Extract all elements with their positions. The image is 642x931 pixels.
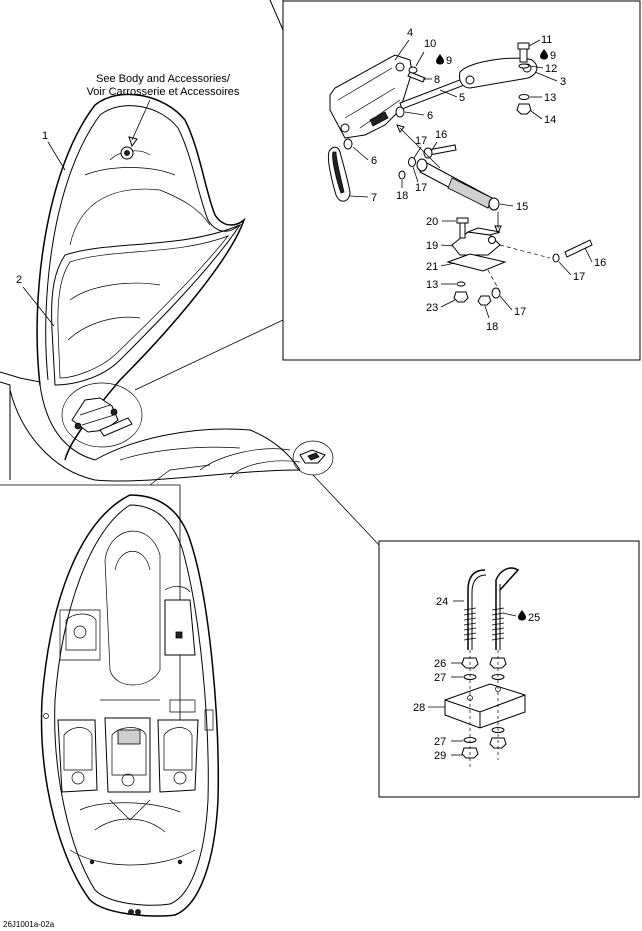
- callout-17a: 17: [415, 135, 427, 147]
- hinge-assembly-icon: [61, 382, 143, 448]
- note-line-1: See Body and Accessories/: [96, 73, 231, 85]
- callout-20: 20: [426, 216, 438, 228]
- callout-9a: 9: [446, 55, 452, 67]
- callout-26: 26: [434, 658, 446, 670]
- drop-icon: [436, 54, 444, 65]
- callout-10: 10: [424, 38, 436, 50]
- callout-14: 14: [544, 114, 556, 126]
- hinge-exploded-view: [282, 0, 641, 361]
- callout-23: 23: [426, 302, 438, 314]
- watercraft-top-view: [40, 494, 219, 917]
- callout-4: 4: [407, 27, 413, 39]
- reference-code: 26J1001a-02a: [3, 920, 55, 929]
- callout-2: 2: [16, 274, 22, 286]
- drop-icon: [518, 610, 526, 621]
- hinge-callouts: 4 10 9 8 11 9 12 3 13 14 5 6 6 7 17 16 1…: [349, 27, 606, 333]
- callout-17c: 17: [514, 306, 526, 318]
- retainer-callouts: 24 25 26 27 28 27 29: [413, 596, 540, 762]
- callout-11: 11: [541, 34, 552, 46]
- callout-29: 29: [434, 750, 446, 762]
- callout-3: 3: [560, 76, 566, 88]
- callout-8: 8: [434, 74, 440, 86]
- hood-knob-icon: [120, 146, 134, 160]
- callout-16a: 16: [435, 129, 447, 141]
- callout-17b: 17: [415, 182, 427, 194]
- callout-13b: 13: [426, 279, 438, 291]
- note-line-2: Voir Carrosserie et Accessoires: [87, 86, 240, 98]
- callout-16b: 16: [594, 257, 606, 269]
- callout-28: 28: [413, 702, 425, 714]
- callout-6b: 6: [371, 155, 377, 167]
- callout-13a: 13: [544, 92, 556, 104]
- retainer-detail-frame: [378, 540, 640, 798]
- callout-5: 5: [459, 92, 465, 104]
- callout-9b: 9: [550, 50, 556, 62]
- callout-7: 7: [371, 192, 377, 204]
- deck-bracket-icon: [292, 440, 334, 476]
- callout-27a: 27: [434, 672, 446, 684]
- callout-25: 25: [528, 612, 540, 624]
- callout-15: 15: [516, 201, 528, 213]
- callout-12: 12: [545, 63, 557, 75]
- seat-hood-illustration: [0, 0, 380, 745]
- callout-19: 19: [426, 240, 438, 252]
- callout-1: 1: [42, 130, 48, 142]
- callout-18b: 18: [486, 321, 498, 333]
- callout-21: 21: [426, 261, 438, 273]
- callout-18a: 18: [396, 190, 408, 202]
- body-accessories-note: See Body and Accessories/ Voir Carrosser…: [87, 73, 240, 148]
- callout-17d: 17: [573, 271, 585, 283]
- retainer-exploded-view: [378, 540, 640, 798]
- drop-icon: [540, 49, 548, 60]
- callout-27b: 27: [434, 736, 446, 748]
- callout-6a: 6: [427, 110, 433, 122]
- callout-24: 24: [436, 596, 448, 608]
